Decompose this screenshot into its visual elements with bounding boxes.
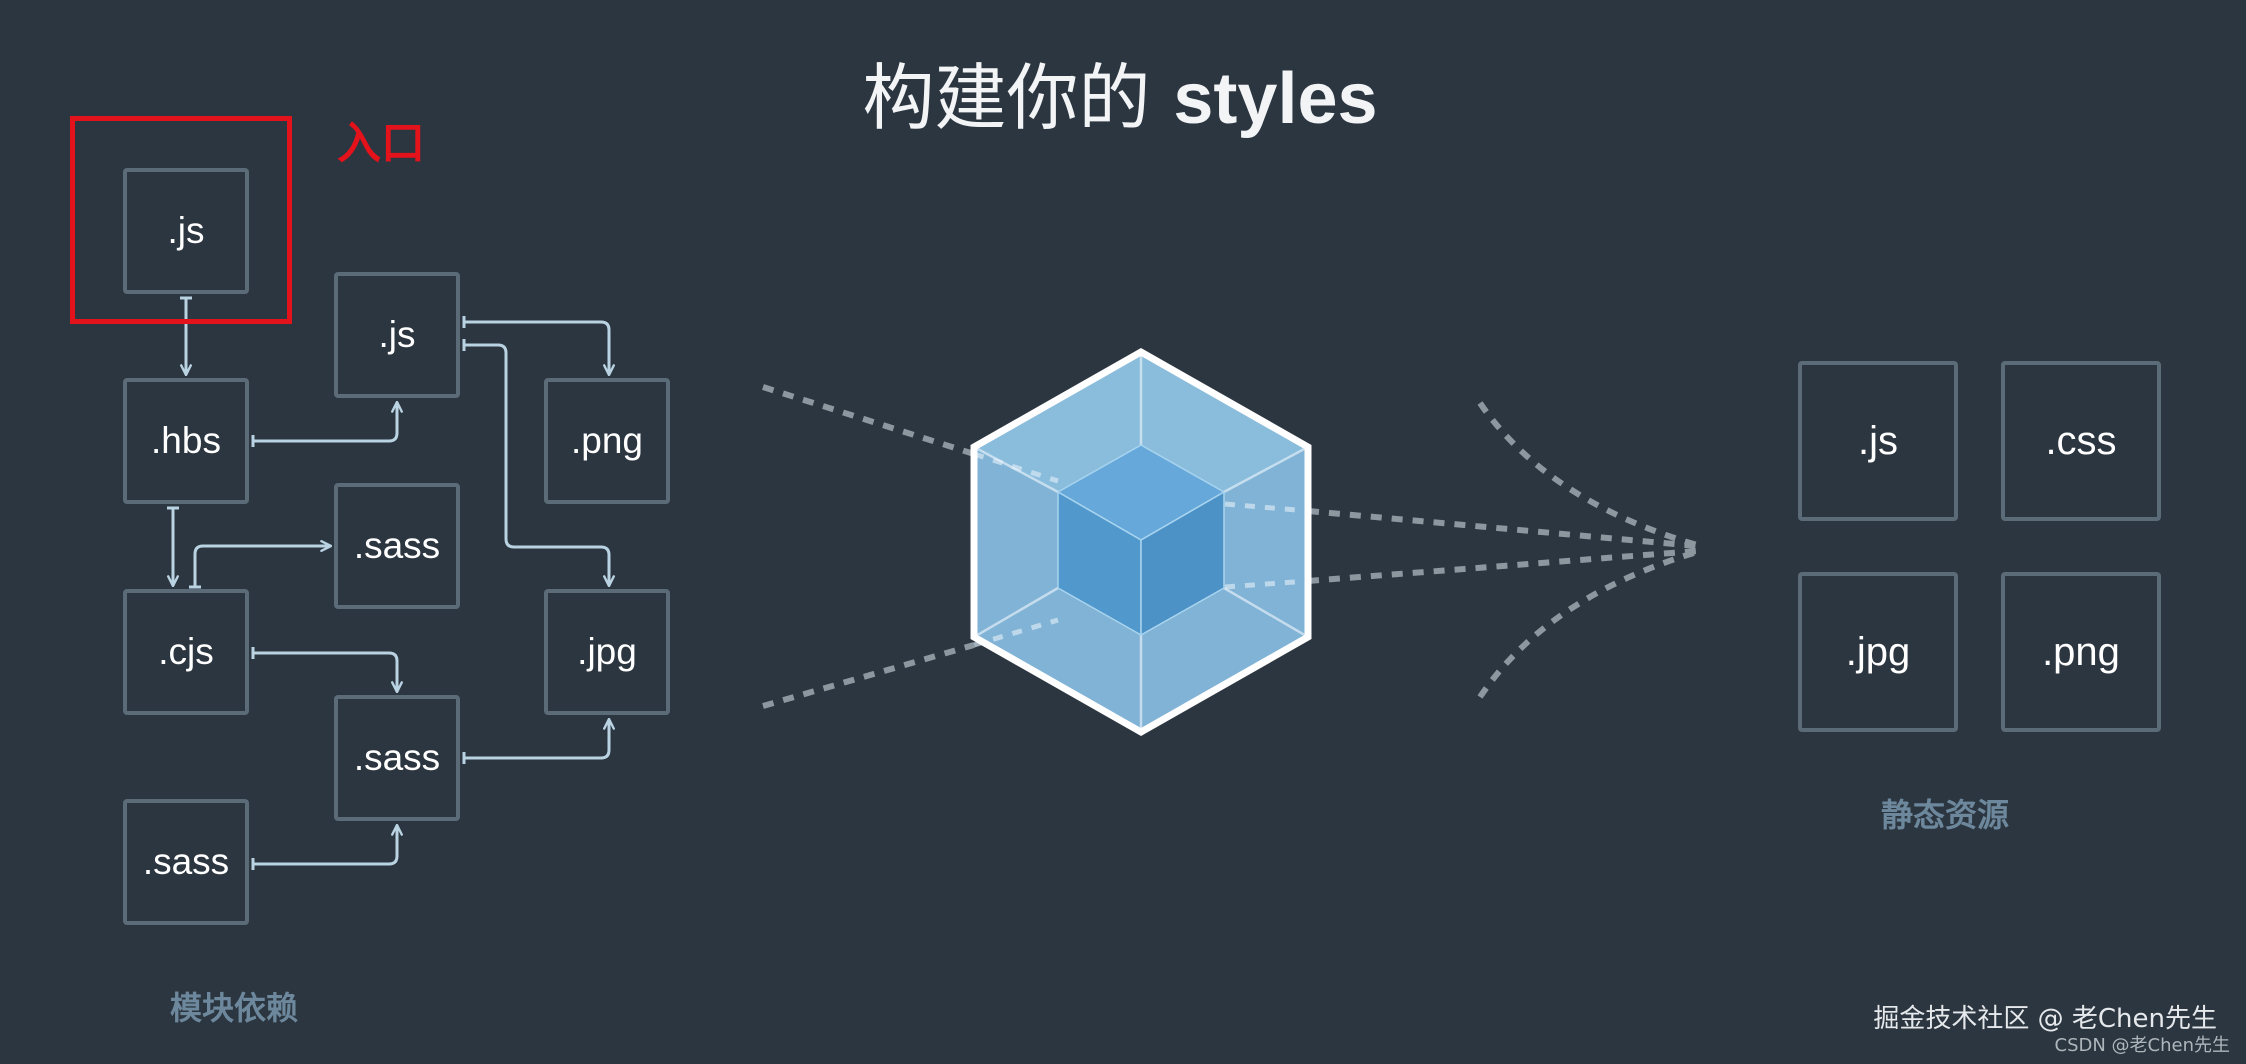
arrow-cjs-to-sass	[189, 540, 333, 589]
outputs-caption: 静态资源	[1880, 796, 2009, 834]
module-box-jpg: .jpg	[544, 589, 670, 715]
connector-lower-right	[1223, 586, 1309, 639]
connector-upper-left	[973, 445, 1059, 494]
module-box-hbs: .hbs	[123, 378, 249, 504]
module-box-png: .png	[544, 378, 670, 504]
page-title: 构建你的 styles	[780, 50, 1460, 147]
title-cn: 构建你的	[862, 56, 1151, 140]
flow-line-inside-lower-right	[1224, 578, 1309, 590]
logo-inner-flow-lines	[973, 451, 1309, 648]
arrow-sass-3-to-sass-2	[251, 823, 403, 870]
flow-line-out-lower	[1307, 548, 1698, 584]
logo-inner-cube	[1057, 444, 1225, 636]
module-box-sass: .sass	[334, 483, 460, 609]
flow-line-in-lower	[762, 642, 975, 709]
modules-caption: 模块依赖	[169, 989, 298, 1027]
arrow-js-to-png	[462, 316, 615, 377]
flow-curve-lower	[1477, 549, 1698, 699]
inner-cube-right-face	[1140, 491, 1225, 636]
flow-line-inside-lower-left	[973, 617, 1059, 648]
arrow-js-to-jpg	[462, 339, 615, 588]
logo-outer-outline	[970, 347, 1312, 737]
module-box-sass-2: .sass	[334, 695, 460, 821]
flow-line-inside-upper-left	[973, 451, 1059, 484]
module-box-cjs: .cjs	[123, 589, 249, 715]
flow-line-out-upper	[1307, 508, 1698, 549]
csdn-watermark: CSDN @老Chen先生	[2054, 1035, 2231, 1056]
flow-line-in-upper	[762, 384, 975, 457]
arrow-cjs-to-sass-2	[251, 647, 403, 694]
output-box-js: .js	[1798, 361, 1958, 521]
flow-lines	[762, 384, 1698, 709]
entry-highlight-frame	[70, 116, 292, 324]
arrow-hbs-to-js	[251, 400, 403, 447]
flow-line-inside-upper-right	[1224, 501, 1309, 514]
logo-connector-lines	[973, 352, 1309, 732]
output-box-jpg: .jpg	[1798, 572, 1958, 732]
output-box-css: .css	[2001, 361, 2161, 521]
connector-upper-right	[1223, 445, 1309, 494]
output-box-png: .png	[2001, 572, 2161, 732]
juejin-watermark: 掘金技术社区 @ 老Chen先生	[1873, 1004, 2217, 1034]
module-box-js: .js	[334, 272, 460, 398]
flow-curve-upper	[1477, 401, 1698, 548]
module-box-sass-3: .sass	[123, 799, 249, 925]
arrow-sass-to-jpg	[462, 717, 615, 764]
webpack-logo	[970, 347, 1312, 737]
connector-lower-left	[973, 586, 1059, 639]
module-box-entry-js: .js	[123, 168, 249, 294]
entry-label: 入口	[337, 118, 425, 169]
title-en: styles	[1173, 59, 1378, 139]
dependency-arrows	[167, 296, 615, 870]
